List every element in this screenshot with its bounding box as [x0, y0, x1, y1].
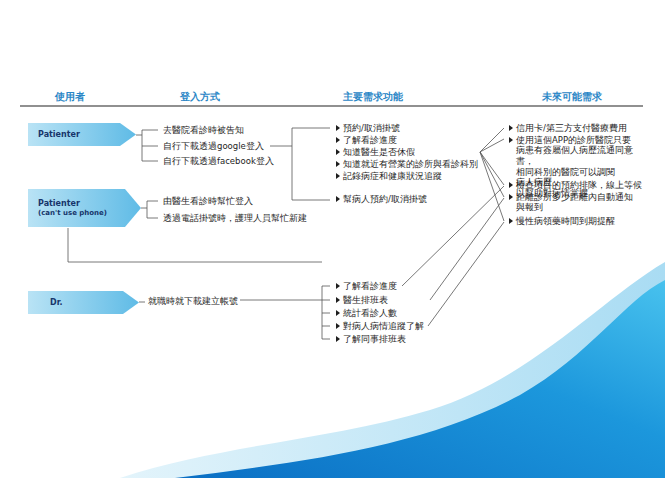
list-item: 自行下載透過facebook登入	[163, 156, 274, 167]
list-item: 了解看診進度	[343, 135, 397, 146]
column-heading: 主要需求功能	[343, 91, 403, 103]
bullet-mark	[336, 137, 340, 143]
node-label: Dr.	[50, 298, 139, 308]
bullet-mark	[509, 182, 513, 188]
list-item: 記錄病症和健康狀況追蹤	[343, 171, 442, 182]
bullet-mark	[509, 125, 513, 131]
bullet-mark	[336, 323, 340, 329]
list-item: 透過電話掛號時，護理人員幫忙新建	[163, 213, 307, 224]
bullet-mark	[336, 297, 340, 303]
bullet-mark	[336, 161, 340, 167]
bullet-mark	[336, 336, 340, 342]
list-item: 慢性病領藥時間到期提醒	[516, 216, 615, 227]
bullet-mark	[336, 125, 340, 131]
arrow-tag-box: Patienter	[28, 123, 136, 146]
list-item: 醫生排班表	[343, 295, 388, 306]
arrow-tag-fill	[28, 189, 141, 227]
arrow-tag-fill	[28, 291, 139, 314]
bracket-lines	[68, 128, 504, 339]
list-item: 檢查項目的預約排隊，線上等候	[516, 180, 642, 191]
arrow-tag-box: Patienter(can't use phone)	[28, 189, 141, 227]
bullet-mark	[509, 218, 513, 224]
list-item: 由醫生看診時幫忙登入	[163, 196, 253, 207]
list-item: 距離診所多少距離內自動通知 與報到	[516, 192, 630, 213]
list-item: 自行下載透過google登入	[163, 141, 264, 152]
bullet-mark	[509, 194, 513, 200]
list-item: 知道就近有營業的診所與看診科別	[343, 159, 478, 170]
list-item: 了解同事排班表	[343, 334, 406, 345]
list-item: 信用卡/第三方支付醫療費用	[516, 123, 627, 134]
list-item: 統計看診人數	[343, 308, 397, 319]
list-item: 幫病人預約/取消掛號	[343, 194, 427, 205]
node-label: (can't use phone)	[38, 209, 141, 217]
bullet-mark	[336, 149, 340, 155]
list-item: 了解看診進度	[343, 281, 397, 292]
bullet-mark	[509, 137, 513, 143]
column-heading: 使用者	[55, 91, 85, 103]
list-item: 預約/取消掛號	[343, 123, 400, 134]
header-rule	[20, 105, 643, 106]
column-heading: 未來可能需求	[542, 91, 602, 103]
arrow-tag-fill	[28, 123, 136, 146]
list-item: 知道醫生是否休假	[343, 147, 415, 158]
column-heading: 登入方式	[180, 91, 220, 103]
arrow-tag-box: Dr.	[28, 291, 139, 314]
list-item: 去醫院看診時被告知	[163, 125, 244, 136]
arrow-tag-shape	[28, 291, 139, 314]
node-label: Patienter	[38, 199, 141, 209]
list-item: 就職時就下載建立帳號	[148, 296, 238, 307]
node-label: Patienter	[38, 130, 136, 140]
bullet-mark	[336, 173, 340, 179]
bullet-mark	[336, 283, 340, 289]
wave-light	[120, 262, 665, 478]
bullet-mark	[336, 196, 340, 202]
wave-dark	[175, 280, 665, 478]
bullet-mark	[336, 310, 340, 316]
list-item: 對病人病情追蹤了解	[343, 321, 424, 332]
